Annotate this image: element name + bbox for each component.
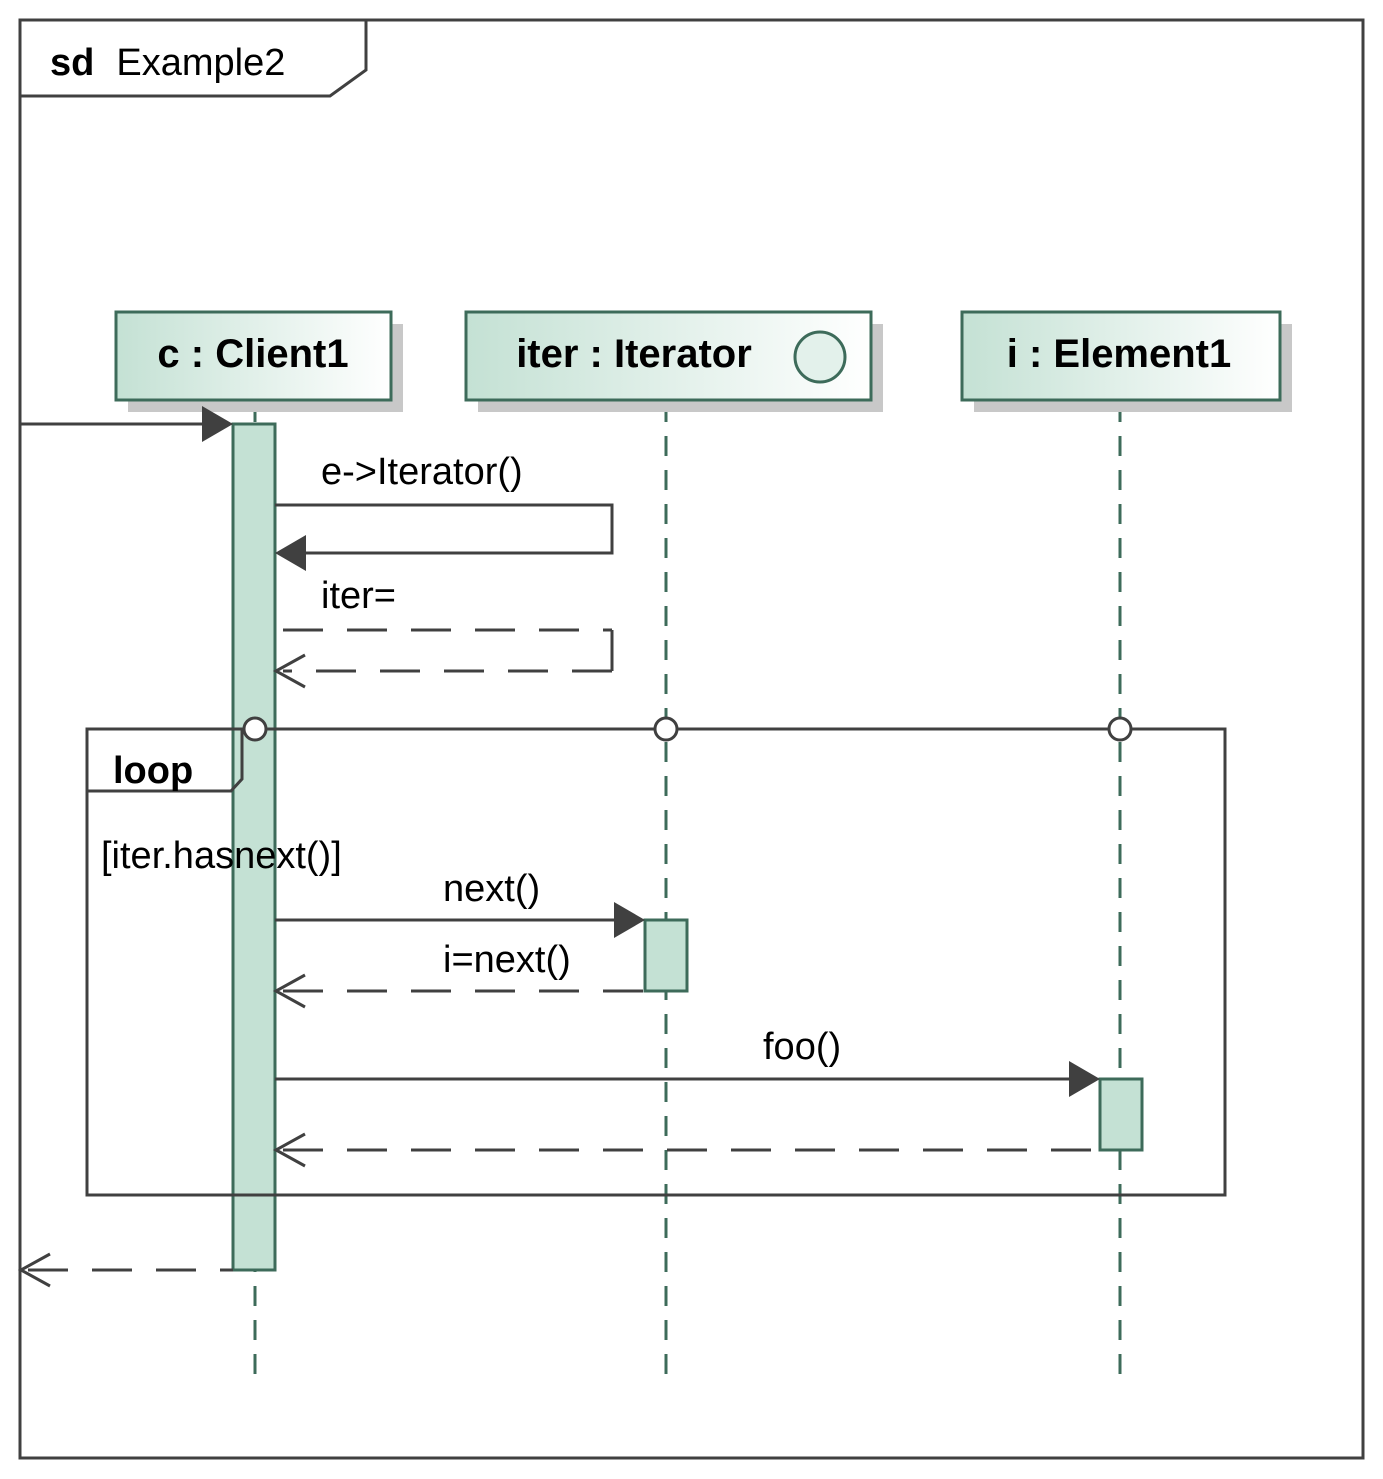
loop-port-element: [1107, 716, 1133, 742]
message-next-return[interactable]: i=next(): [272, 939, 645, 1009]
interface-circle-icon: [793, 330, 847, 384]
frame-keyword: sd: [50, 42, 94, 84]
frame-title: sd Example2: [50, 42, 285, 84]
lifeline-title-element: i : Element1: [1007, 332, 1232, 376]
message-label-next: next(): [443, 868, 540, 910]
loop-guard: [iter.hasnext()]: [101, 835, 342, 877]
lifeline-head-client[interactable]: c : Client1: [114, 310, 403, 412]
lifeline-head-element[interactable]: i : Element1: [960, 310, 1292, 412]
sd-frame: sd Example2: [18, 18, 1365, 1460]
message-final-return[interactable]: [17, 1252, 233, 1288]
message-label-create-iterator: e->Iterator(): [321, 451, 523, 493]
loop-operator: loop: [113, 750, 193, 792]
activation-element[interactable]: [1098, 1077, 1144, 1152]
lifeline-head-iterator[interactable]: iter : Iterator: [464, 310, 883, 412]
frame-name: Example2: [116, 42, 285, 84]
activation-client[interactable]: [231, 422, 277, 1272]
found-message[interactable]: [20, 406, 233, 442]
message-label-foo: foo(): [763, 1026, 841, 1068]
loop-port-client: [242, 716, 268, 742]
activation-iterator[interactable]: [643, 918, 689, 993]
message-create-iterator[interactable]: e->Iterator(): [275, 451, 614, 571]
message-label-next-return: i=next(): [443, 939, 571, 981]
loop-fragment: loop [iter.hasnext()]: [85, 716, 1227, 1197]
lifeline-title-client: c : Client1: [157, 332, 348, 376]
message-iter-return[interactable]: iter=: [272, 575, 614, 689]
message-foo[interactable]: foo(): [275, 1026, 1100, 1097]
message-label-iter-return: iter=: [321, 575, 396, 617]
message-next[interactable]: next(): [275, 868, 645, 938]
lifeline-title-iterator: iter : Iterator: [516, 332, 752, 376]
message-foo-return[interactable]: [272, 1132, 1098, 1168]
loop-port-iterator: [653, 716, 679, 742]
